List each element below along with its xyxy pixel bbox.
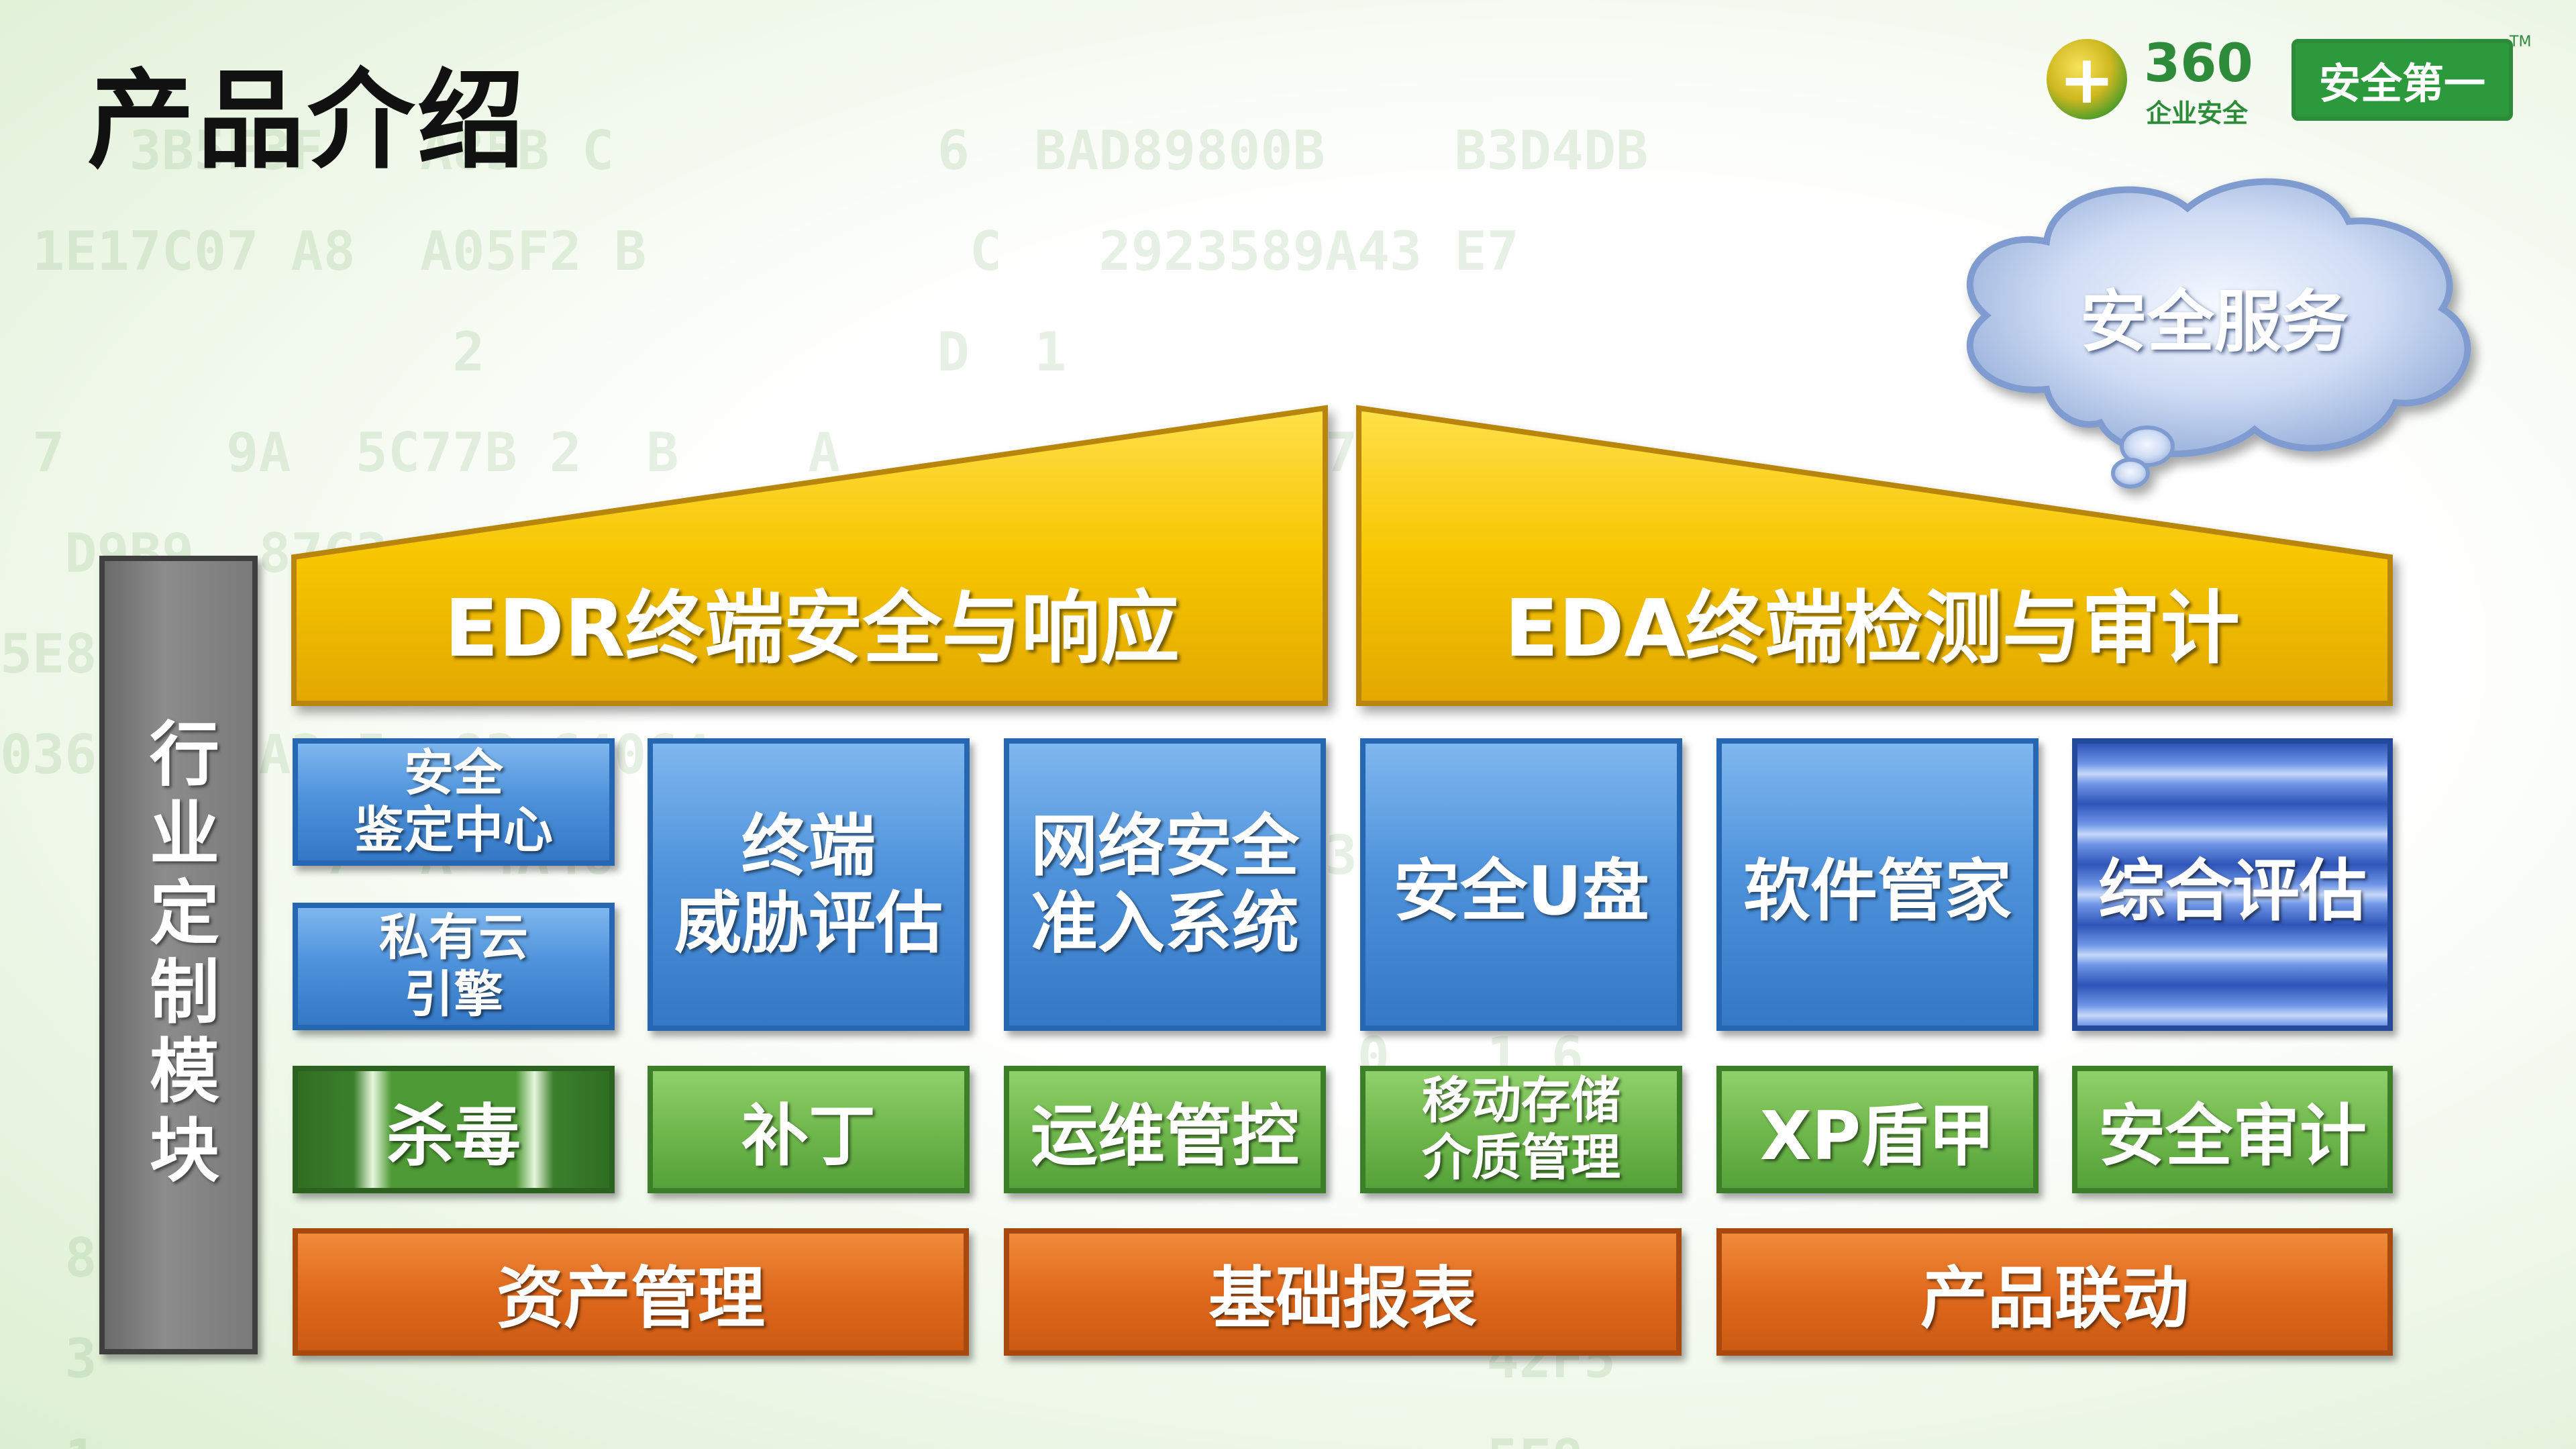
module-line: 引擎 (404, 966, 503, 1023)
module-comprehensive-assessment: 综合评估 (2072, 738, 2393, 1031)
module-xp-shield: XP盾甲 (1716, 1066, 2039, 1193)
module-line: 准入系统 (1031, 884, 1299, 962)
module-patch: 补丁 (648, 1066, 970, 1193)
cloud-label: 安全服务 (2080, 282, 2349, 361)
module-line: 移动存储 (1422, 1071, 1620, 1130)
logo-brand: 360 (2144, 34, 2253, 94)
module-line: 网络安全 (1031, 807, 1299, 885)
module-antivirus: 杀毒 (293, 1066, 615, 1193)
module-security-appraisal: 安全 鉴定中心 (293, 738, 615, 866)
plus-icon: + (2047, 39, 2127, 119)
side-module-label: 行业定制模块 (137, 717, 219, 1193)
cloud-shape (1966, 178, 2471, 489)
side-module-bar: 行业定制模块 (99, 556, 258, 1354)
brand-logo: + 360 企业安全 安全第一 TM (2047, 34, 2531, 128)
logo-slogan: 安全第一 (2291, 39, 2513, 121)
roof-left-label: EDR终端安全与响应 (444, 581, 1180, 674)
module-line: 介质管理 (1422, 1129, 1620, 1187)
roof-right-label: EDA终端检测与审计 (1504, 581, 2240, 674)
module-secure-usb: 安全U盘 (1360, 738, 1682, 1031)
module-removable-media: 移动存储 介质管理 (1360, 1066, 1682, 1193)
module-product-linkage: 产品联动 (1716, 1228, 2393, 1356)
module-asset-management: 资产管理 (293, 1228, 969, 1356)
module-security-audit: 安全审计 (2072, 1066, 2393, 1193)
module-software-manager: 软件管家 (1716, 738, 2039, 1031)
module-line: 威胁评估 (674, 884, 943, 962)
module-threat-assessment: 终端 威胁评估 (648, 738, 970, 1031)
module-line: 安全 (404, 744, 503, 802)
roof-right-shape (1356, 405, 2393, 706)
module-basic-reports: 基础报表 (1004, 1228, 1682, 1356)
page-title: 产品介绍 (87, 58, 528, 183)
module-line: 鉴定中心 (354, 801, 553, 859)
module-private-cloud-engine: 私有云 引擎 (293, 903, 615, 1030)
roof-left-shape (291, 405, 1328, 706)
module-ops-control: 运维管控 (1004, 1066, 1326, 1193)
logo-trademark: TM (2510, 34, 2532, 50)
module-line: 终端 (741, 807, 876, 885)
module-line: 私有云 (379, 908, 528, 966)
module-network-access: 网络安全 准入系统 (1004, 738, 1326, 1031)
logo-subtitle: 企业安全 (2146, 99, 2249, 128)
